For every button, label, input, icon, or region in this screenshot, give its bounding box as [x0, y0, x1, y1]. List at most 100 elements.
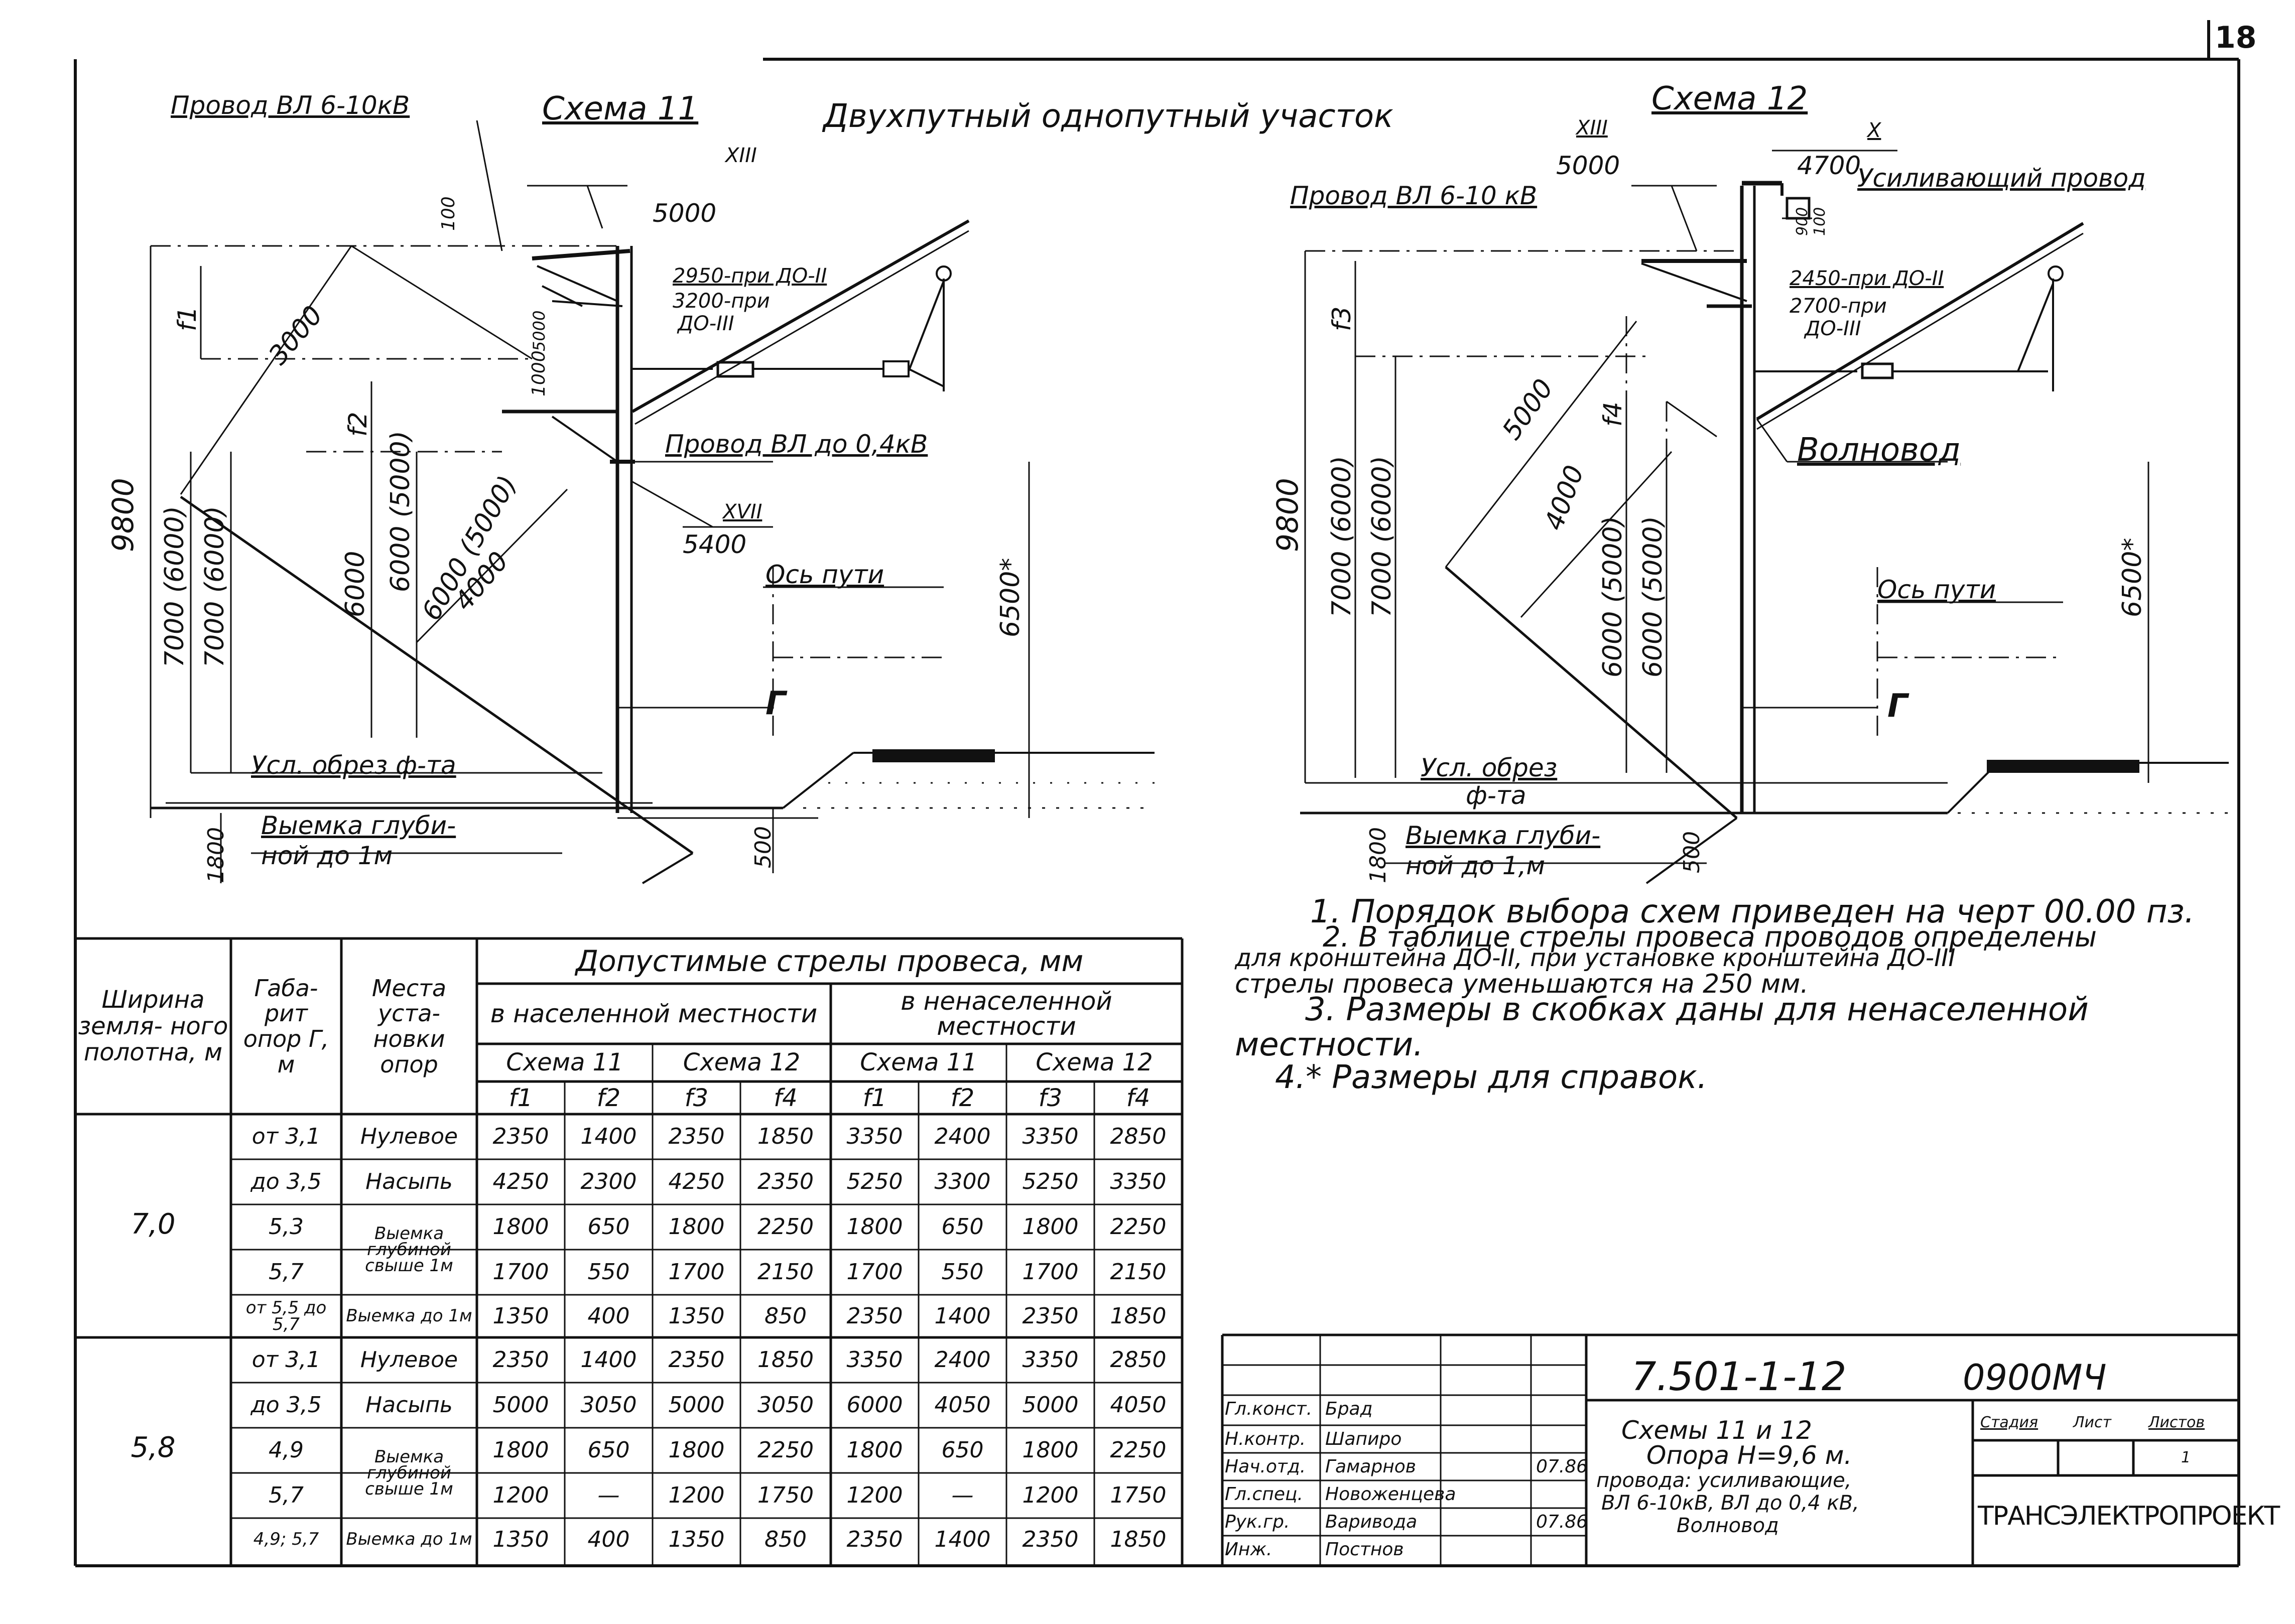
table-value-cell: 2400 [934, 1124, 991, 1149]
table-value-cell: — [951, 1482, 974, 1508]
table-value-cell: 1850 [757, 1124, 814, 1149]
sheet-title: Двухпутный однопутный участок [823, 98, 1393, 135]
table-value-cell: 1400 [580, 1347, 637, 1373]
dimension-label: f3 [1327, 307, 1356, 331]
dimension-label: 500 [1679, 831, 1705, 873]
table-f-header: f4 [1126, 1084, 1151, 1112]
table-value-cell: 4050 [934, 1392, 991, 1418]
tb-role: Нач.отд. [1225, 1456, 1306, 1477]
desc-1: Схемы 11 и 12 [1621, 1416, 1812, 1445]
dimension-label: 9800 [1270, 478, 1305, 552]
tb-name: Новоженцева [1325, 1484, 1456, 1505]
sheets-value: 1 [2181, 1449, 2191, 1466]
table-value-cell: 6000 [846, 1392, 903, 1418]
table-value-cell: 3350 [846, 1124, 903, 1149]
table-value-cell: 550 [941, 1259, 984, 1285]
scheme-11-excavation-2: ной до 1м [261, 841, 393, 870]
table-header-main: Допустимые стрелы провеса, мм [575, 944, 1084, 978]
table-value-cell: 400 [587, 1303, 630, 1329]
table-value-cell: 1750 [1110, 1482, 1167, 1508]
table-value-cell: 650 [587, 1437, 630, 1463]
scheme-12-note-3: ДО-III [1805, 317, 1861, 340]
table-value-cell: 1200 [1022, 1482, 1079, 1508]
table-value-cell: 2250 [757, 1214, 814, 1240]
desc-4: ВЛ 6-10кВ, ВЛ до 0,4 кВ, [1601, 1492, 1859, 1515]
scheme-11-note-3: ДО-III [678, 312, 734, 335]
dimension-label: 6000 (5000) [386, 431, 416, 592]
table-value-cell: 2350 [668, 1124, 725, 1149]
tb-role: Гл.спец. [1225, 1484, 1303, 1505]
table-gauge-cell: 5,7 [269, 1482, 304, 1508]
table-value-cell: 1350 [492, 1303, 549, 1329]
note-2a: 2. В таблице стрелы провеса проводов опр… [1323, 921, 2097, 954]
table-value-cell: 1700 [1022, 1259, 1079, 1285]
scheme-12-track-axis: Ось пути [1877, 575, 1996, 604]
scheme-12-mark-left-value: 5000 [1556, 151, 1620, 180]
table-f-header: f3 [1038, 1084, 1063, 1112]
dimension-label: 100 [438, 196, 459, 231]
scheme-12-title: Схема 12 [1651, 80, 1808, 117]
table-value-cell: 3350 [1110, 1169, 1167, 1194]
tb-role: Н.контр. [1225, 1429, 1306, 1449]
table-value-cell: 1800 [668, 1214, 725, 1240]
table-value-cell: 1800 [1022, 1437, 1079, 1463]
tb-name: Постнов [1325, 1539, 1404, 1560]
note-2b: для кронштейна ДО-II, при установке крон… [1235, 944, 1956, 972]
table-gauge-cell: до 3,5 [250, 1169, 322, 1194]
note-3a: 3. Размеры в скобках даны для ненаселенн… [1305, 991, 2089, 1028]
table-value-cell: 1200 [668, 1482, 725, 1508]
table-value-cell: 1350 [668, 1303, 725, 1329]
table-value-cell: 1700 [668, 1259, 725, 1285]
dimension-label: f1 [173, 307, 202, 331]
dimension-label: 500 [750, 826, 776, 868]
table-value-cell: 1700 [492, 1259, 549, 1285]
table-place-cell: Насыпь [365, 1392, 453, 1418]
table-value-cell: 2400 [934, 1347, 991, 1373]
scheme-11-note-2: 3200-при [673, 290, 770, 313]
note-2c: стрелы провеса уменьшаются на 250 мм. [1235, 969, 1809, 999]
table-header-width: Ширина земля- ного полотна, м [78, 985, 228, 1067]
table-value-cell: 5250 [846, 1169, 903, 1194]
table-gauge-cell: до 3,5 [250, 1392, 322, 1418]
table-header-unpopulated: в ненаселенной местности [901, 986, 1112, 1041]
tb-name: Гамарнов [1325, 1456, 1416, 1477]
table-header-s11-populated: Схема 11 [506, 1048, 623, 1076]
table-value-cell: 1800 [492, 1214, 549, 1240]
table-gauge-cell: 4,9; 5,7 [253, 1529, 319, 1550]
table-value-cell: 1400 [934, 1303, 991, 1329]
table-header-s12-unpopulated: Схема 12 [1036, 1048, 1153, 1076]
dimension-label: 7000 (6000) [200, 506, 230, 667]
dimension-label: 6000 (5000) [1598, 516, 1628, 678]
table-value-cell: 1800 [846, 1214, 903, 1240]
table-width-cell: 7,0 [131, 1208, 176, 1241]
table-value-cell: 2350 [492, 1347, 549, 1373]
tb-date: 07.86 [1536, 1456, 1588, 1477]
table-value-cell: 650 [587, 1214, 630, 1240]
table-value-cell: 2250 [757, 1437, 814, 1463]
table-value-cell: 3350 [846, 1347, 903, 1373]
dimension-label: f4 [1598, 402, 1627, 427]
dimension-label: 6500* [995, 558, 1026, 637]
dimension-label: 7000 (6000) [160, 506, 190, 667]
table-value-cell: 1800 [846, 1437, 903, 1463]
title-block-grid [1221, 1333, 2239, 1566]
table-value-cell: 1800 [668, 1437, 725, 1463]
scheme-12-gauge: Г [1887, 688, 1908, 725]
scheme-11-graphics [150, 120, 1155, 884]
table-value-cell: 2150 [1110, 1259, 1167, 1285]
tb-name: Варивода [1325, 1512, 1418, 1532]
dimension-label: 4000 [1539, 462, 1590, 534]
dimension-label: 7000 (6000) [1367, 456, 1397, 617]
table-value-cell: 650 [941, 1437, 984, 1463]
note-3b: местности. [1235, 1026, 1424, 1063]
table-value-cell: 1350 [492, 1526, 549, 1552]
table-value-cell: 1400 [580, 1124, 637, 1149]
note-1: 1. Порядок выбора схем приведен на черт … [1310, 893, 2195, 930]
table-place-cell: Нулевое [360, 1124, 458, 1149]
table-value-cell: 4250 [668, 1169, 725, 1194]
table-value-cell: — [597, 1482, 620, 1508]
table-header-place: Места уста- новки опор [371, 974, 447, 1078]
table-value-cell: 2350 [757, 1169, 814, 1194]
dimension-label: 5000 [1496, 374, 1559, 446]
